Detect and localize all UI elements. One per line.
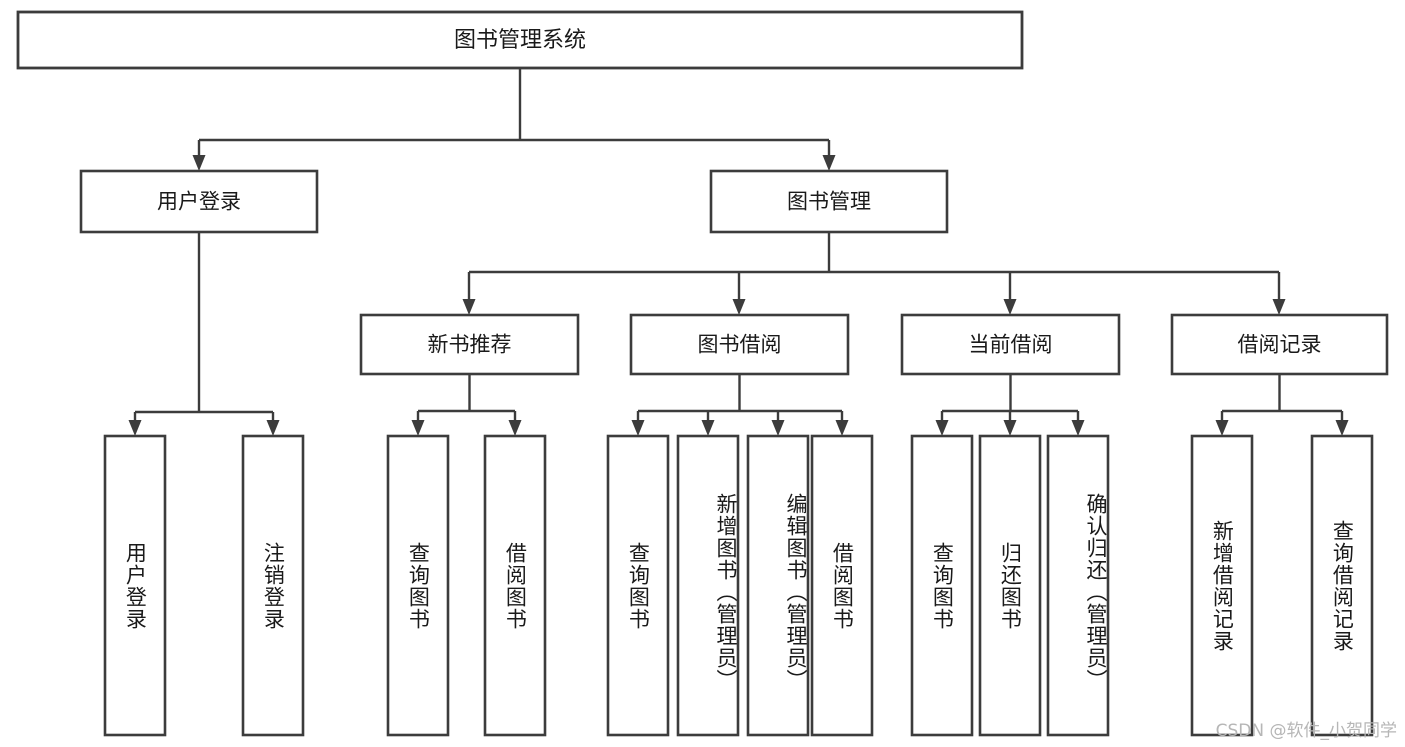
- root-to-level1-0-arrowhead: [192, 155, 206, 171]
- node-level2-0-label: 新书推荐: [428, 333, 512, 357]
- node-level2-2[interactable]: [900, 313, 1121, 376]
- root-to-level1-1-arrowhead: [822, 155, 836, 171]
- book-to-level2-0-arrowhead: [462, 299, 476, 315]
- node-leaf-10[interactable]: [1046, 434, 1110, 737]
- level2-1-leaf-2-arrowhead: [771, 420, 785, 436]
- node-level2-2-label: 当前借阅: [969, 333, 1053, 357]
- node-level1-1-label: 图书管理: [787, 190, 871, 214]
- node-leaf-6[interactable]: [746, 434, 810, 737]
- level2-2-leaf-2-arrowhead: [1071, 420, 1085, 436]
- watermark: CSDN @软件_小贺同学: [1215, 721, 1397, 741]
- node-leaf-2[interactable]: [386, 434, 450, 737]
- level2-0-leaf-0-arrowhead: [411, 420, 425, 436]
- node-leaf-5[interactable]: [676, 434, 740, 737]
- node-root-label: 图书管理系统: [454, 28, 586, 53]
- node-leaf-4[interactable]: [606, 434, 670, 737]
- connector-lines: [128, 68, 1349, 436]
- node-leaf-1[interactable]: [241, 434, 305, 737]
- level2-3-leaf-0-arrowhead: [1215, 420, 1229, 436]
- node-leaf-0[interactable]: [103, 434, 167, 737]
- book-to-level2-3-arrowhead: [1272, 299, 1286, 315]
- book-to-level2-1-arrowhead: [732, 299, 746, 315]
- book-to-level2-2-arrowhead: [1003, 299, 1017, 315]
- node-level2-0[interactable]: [359, 313, 580, 376]
- node-level1-1[interactable]: [709, 169, 949, 234]
- level2-1-leaf-0-arrowhead: [631, 420, 645, 436]
- node-leaf-7[interactable]: [810, 434, 874, 737]
- level2-3-leaf-1-arrowhead: [1335, 420, 1349, 436]
- node-level2-1-label: 图书借阅: [698, 333, 782, 357]
- node-root[interactable]: [16, 10, 1024, 70]
- level2-0-leaf-1-arrowhead: [508, 420, 522, 436]
- node-leaf-11[interactable]: [1190, 434, 1254, 737]
- node-leaf-8[interactable]: [910, 434, 974, 737]
- user-leaf-1-arrowhead: [266, 420, 280, 436]
- node-leaf-9[interactable]: [978, 434, 1042, 737]
- user-leaf-0-arrowhead: [128, 420, 142, 436]
- level2-1-leaf-3-arrowhead: [835, 420, 849, 436]
- level2-2-leaf-1-arrowhead: [1003, 420, 1017, 436]
- level2-2-leaf-0-arrowhead: [935, 420, 949, 436]
- node-level1-0[interactable]: [79, 169, 319, 234]
- node-level2-3[interactable]: [1170, 313, 1389, 376]
- node-level1-0-label: 用户登录: [157, 190, 241, 214]
- node-leaf-12[interactable]: [1310, 434, 1374, 737]
- node-leaf-3[interactable]: [483, 434, 547, 737]
- node-boxes: [16, 10, 1389, 737]
- level2-1-leaf-1-arrowhead: [701, 420, 715, 436]
- node-level2-1[interactable]: [629, 313, 850, 376]
- node-level2-3-label: 借阅记录: [1238, 333, 1322, 357]
